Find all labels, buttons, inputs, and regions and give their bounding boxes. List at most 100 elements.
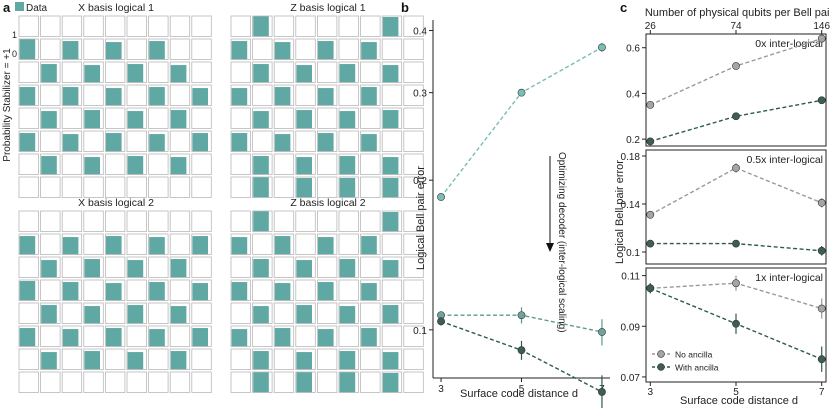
stabilizer-bar: [170, 351, 187, 370]
stabilizer-cell: [105, 302, 126, 324]
legend-data-swatch: [15, 2, 24, 11]
stabilizer-bar: [382, 157, 399, 175]
stabilizer-bar: [192, 133, 208, 152]
stabilizer-bar: [274, 236, 291, 255]
stabilizer-cell: [83, 153, 104, 175]
panel-c-subplot-frame: [645, 33, 827, 147]
stabilizer-cell: [40, 15, 61, 37]
stabilizer-cell: [126, 15, 147, 37]
stabilizer-bar: [361, 134, 377, 152]
stabilizer-cell: [273, 325, 295, 347]
stabilizer-bar: [382, 212, 399, 232]
stabilizer-cell: [316, 153, 338, 175]
stabilizer-cell: [360, 153, 381, 175]
panel-c-3-series-2-point: [817, 355, 826, 364]
stabilizer-bar: [382, 260, 399, 278]
stabilizer-cell: [252, 84, 273, 106]
stabilizer-cell: [191, 84, 212, 106]
stabilizer-bar: [296, 65, 312, 83]
stabilizer-cell: [61, 279, 83, 301]
stabilizer-cell: [126, 38, 147, 60]
stabilizer-cell: [338, 210, 359, 232]
stabilizer-cell: [252, 15, 273, 37]
stabilizer-cell: [83, 371, 104, 393]
panel-c-1-series-1-point: [732, 62, 740, 70]
panel-b-series-1-line: [440, 46, 603, 198]
stabilizer-cell: [230, 15, 251, 37]
stabilizer-bar: [149, 329, 165, 347]
stabilizer-cell: [169, 176, 191, 198]
stabilizer-bar: [318, 237, 334, 255]
stabilizer-cell: [295, 210, 316, 232]
stabilizer-bar: [253, 259, 269, 278]
panel-c-1-series-2-point: [646, 137, 655, 146]
stabilizer-cell: [169, 210, 191, 232]
panel-b-xlabel: Surface code distance d: [460, 388, 578, 400]
legend-data-label: Data: [26, 3, 48, 14]
stabilizer-cell: [126, 61, 147, 83]
stabilizer-bar: [149, 87, 165, 106]
stabilizer-cell: [191, 233, 212, 255]
stabilizer-cell: [273, 279, 295, 301]
stabilizer-bar: [19, 133, 36, 152]
panel-b-ylabel: Logical Bell pair error: [415, 166, 427, 270]
stabilizer-cell: [83, 130, 104, 152]
panel-c-xlabel: Surface code distance d: [680, 395, 798, 407]
stabilizer-cell: [105, 325, 126, 347]
panel-c-1-series-2-point: [732, 112, 740, 121]
stabilizer-cell: [252, 176, 273, 198]
stabilizer-cell: [381, 348, 403, 370]
stabilizer-cell: [40, 302, 61, 324]
stabilizer-cell: [126, 176, 147, 198]
stabilizer-bar: [106, 328, 122, 347]
stabilizer-bar: [274, 328, 291, 347]
stabilizer-cell: [252, 153, 273, 175]
stabilizer-cell: [338, 15, 359, 37]
stabilizer-cell: [381, 233, 403, 255]
stabilizer-cell: [191, 256, 212, 278]
grid-title-2: Z basis logical 1: [290, 2, 365, 14]
stabilizer-cell: [295, 153, 316, 175]
stabilizer-cell: [169, 61, 191, 83]
stabilizer-bar: [62, 87, 79, 106]
stabilizer-bar: [170, 259, 187, 278]
stabilizer-bar: [382, 305, 399, 324]
stabilizer-cell: [83, 176, 104, 198]
stabilizer-cell: [18, 302, 39, 324]
stabilizer-cell: [191, 107, 212, 129]
panel-c-1-series-1-point: [646, 100, 655, 109]
stabilizer-cell: [273, 61, 295, 83]
stabilizer-cell: [169, 84, 191, 106]
stabilizer-cell: [191, 279, 212, 301]
stabilizer-bar: [253, 64, 269, 83]
stabilizer-cell: [338, 325, 359, 347]
stabilizer-cell: [105, 348, 126, 370]
stabilizer-cell: [295, 348, 316, 370]
stabilizer-bar: [253, 211, 269, 232]
stabilizer-bar: [170, 65, 187, 83]
stabilizer-bar: [62, 134, 79, 152]
panel-c-2-series-1-point: [646, 210, 655, 219]
stabilizer-cell: [83, 279, 104, 301]
stabilizer-cell: [126, 256, 147, 278]
stabilizer-cell: [338, 130, 359, 152]
stabilizer-cell: [338, 371, 359, 393]
stabilizer-cell: [381, 279, 403, 301]
stabilizer-cell: [83, 302, 104, 324]
panel-c-ytick-label: 0.6: [626, 44, 640, 55]
stabilizer-cell: [360, 107, 381, 129]
stabilizer-bar: [296, 178, 312, 198]
stabilizer-cell: [403, 256, 424, 278]
stabilizer-cell: [403, 371, 424, 393]
stabilizer-bar: [253, 306, 269, 324]
stabilizer-cell: [169, 233, 191, 255]
stabilizer-cell: [40, 371, 61, 393]
stabilizer-cell: [83, 61, 104, 83]
stabilizer-cell: [230, 84, 251, 106]
stabilizer-cell: [252, 38, 273, 60]
stabilizer-cell: [61, 233, 83, 255]
stabilizer-cell: [295, 84, 316, 106]
panel-b-series-3-point: [517, 346, 526, 355]
stabilizer-cell: [295, 15, 316, 37]
stabilizer-cell: [252, 279, 273, 301]
